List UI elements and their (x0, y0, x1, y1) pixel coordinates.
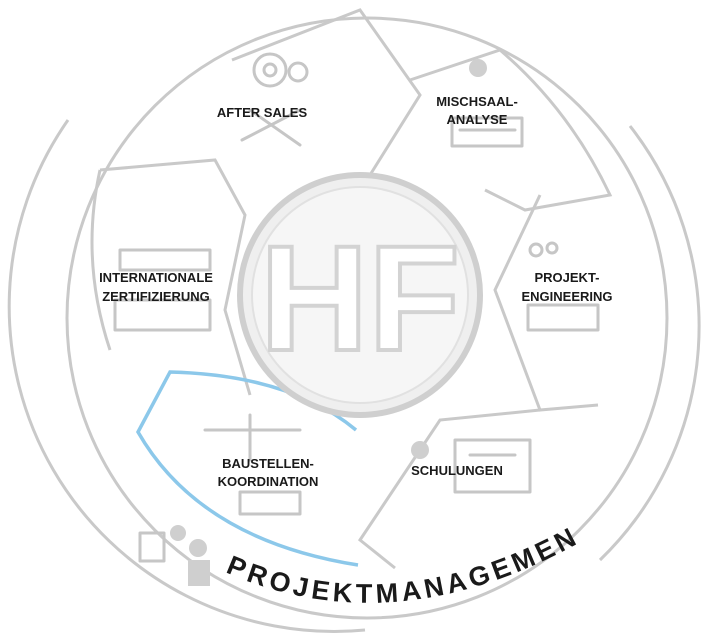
label-projekt-line2: ENGINEERING (521, 289, 612, 304)
outer-right-arc (598, 125, 701, 562)
construction-site-icon (203, 413, 302, 516)
label-schulungen: SCHULUNGEN (411, 463, 503, 478)
segment-mischsaal-outline (409, 48, 613, 212)
label-after-sales: AFTER SALES (217, 105, 308, 120)
label-baustellen-line2: KOORDINATION (218, 474, 319, 489)
presentation-board-icon (411, 438, 532, 494)
worker-blueprint-icon (450, 59, 524, 148)
managers-icon (138, 525, 210, 586)
certificate-building-icon (113, 248, 212, 332)
label-zert-line1: INTERNATIONALE (99, 270, 213, 285)
label-mischsaal-line1: MISCHSAAL- (436, 94, 518, 109)
factory-blueprint-icon (526, 241, 600, 332)
label-projekt-line1: PROJEKT- (534, 270, 599, 285)
label-mischsaal-line2: ANALYSE (447, 112, 508, 127)
center-logo-inner (251, 186, 469, 404)
gears-tools-icon (240, 52, 309, 147)
segment-zert-inner-edge (90, 169, 112, 351)
label-baustellen-line1: BAUSTELLEN- (222, 456, 314, 471)
segment-projekt-outline (493, 194, 599, 412)
segment-zert-outline (99, 158, 252, 396)
outer-left-arc (7, 119, 366, 633)
segment-after-sales-outline (231, 8, 422, 176)
label-zert-line2: ZERTIFIZIERUNG (102, 289, 210, 304)
segment-schulungen-outline (357, 408, 541, 570)
center-logo-text: HF (260, 214, 460, 382)
